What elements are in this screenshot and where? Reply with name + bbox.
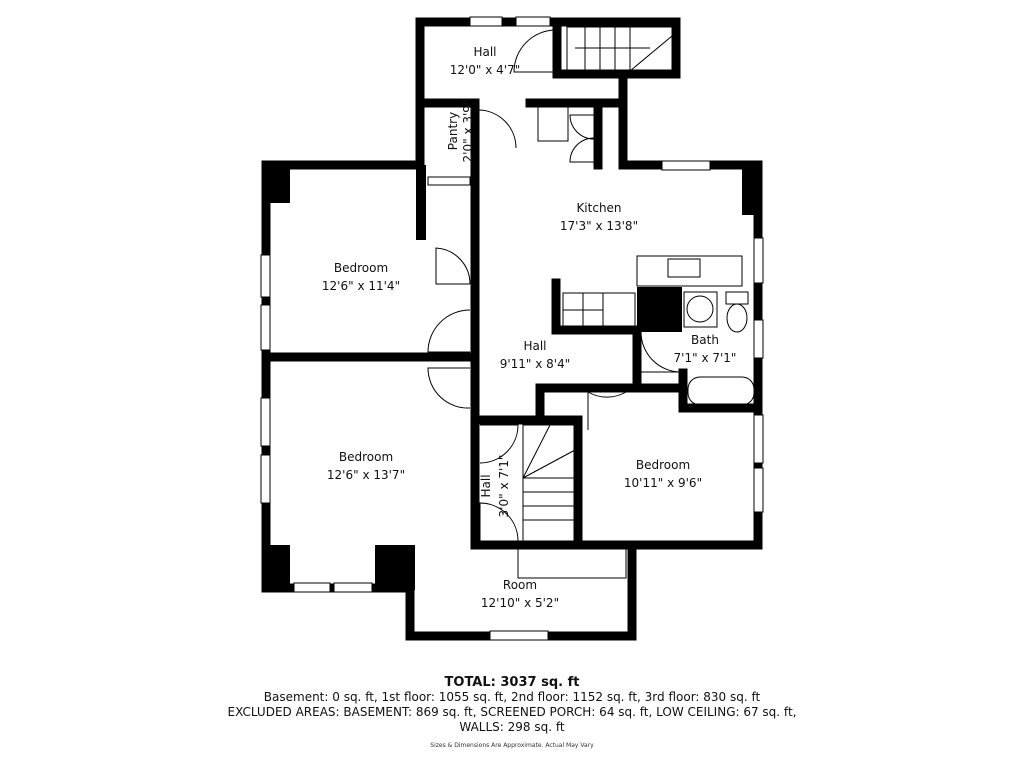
doors	[427, 29, 682, 542]
floor-areas: Basement: 0 sq. ft, 1st floor: 1055 sq. …	[263, 690, 761, 704]
windows	[260, 16, 764, 641]
room-dims-hall-top: 12'0" x 4'7"	[450, 63, 521, 77]
disclaimer: Sizes & Dimensions Are Approximate. Actu…	[430, 742, 594, 749]
excluded-areas: EXCLUDED AREAS: BASEMENT: 869 sq. ft, SC…	[227, 705, 797, 719]
room-name-bedroom-upper-left: Bedroom	[334, 261, 388, 275]
shelf	[427, 176, 471, 186]
room-dims-hall-small: 3'0" x 7'1"	[497, 455, 511, 518]
bath-sink	[683, 291, 718, 328]
fixtures	[427, 106, 755, 579]
room-name-hall-top: Hall	[473, 45, 496, 59]
room-name-bath: Bath	[691, 333, 719, 347]
counter	[636, 255, 743, 287]
column	[375, 545, 415, 590]
column	[262, 545, 290, 590]
room-dims-pantry: 2'0" x 3'9"	[461, 100, 475, 163]
stairs-middle	[522, 424, 576, 542]
toilet-bowl	[726, 303, 748, 333]
floor-plan: Hall 12'0" x 4'7" Pantry 2'0" x 3'9" Kit…	[260, 16, 764, 641]
room-name-bedroom-lower-left: Bedroom	[339, 450, 393, 464]
room-dims-bedroom-lower-left: 12'6" x 13'7"	[327, 468, 405, 482]
room-labels: Hall 12'0" x 4'7" Pantry 2'0" x 3'9" Kit…	[322, 45, 737, 610]
bathtub	[687, 376, 755, 406]
appliance	[537, 106, 569, 142]
chase	[637, 287, 682, 332]
room-name-hall-middle: Hall	[523, 339, 546, 353]
toilet-tank	[725, 291, 749, 305]
wall-segment	[416, 165, 426, 240]
room-dims-hall-middle: 9'11" x 8'4"	[500, 357, 571, 371]
stairs-top	[566, 26, 673, 72]
room-dims-kitchen: 17'3" x 13'8"	[560, 219, 638, 233]
total-area: TOTAL: 3037 sq. ft	[444, 675, 580, 690]
room-name-hall-small: Hall	[479, 474, 493, 497]
chimney	[262, 165, 290, 203]
room-name-bedroom-right: Bedroom	[636, 458, 690, 472]
room-dims-bedroom-right: 10'11" x 9'6"	[624, 476, 702, 490]
walls	[261, 17, 763, 641]
room-step	[517, 547, 627, 579]
room-dims-bath: 7'1" x 7'1"	[674, 351, 737, 365]
column	[742, 165, 762, 215]
room-dims-bedroom-upper-left: 12'6" x 11'4"	[322, 279, 400, 293]
room-name-room: Room	[503, 578, 537, 592]
room-name-kitchen: Kitchen	[576, 201, 621, 215]
walls-area: WALLS: 298 sq. ft	[459, 720, 565, 734]
room-name-pantry: Pantry	[446, 112, 460, 150]
kitchen-sink	[667, 258, 701, 278]
room-dims-room: 12'10" x 5'2"	[481, 596, 559, 610]
